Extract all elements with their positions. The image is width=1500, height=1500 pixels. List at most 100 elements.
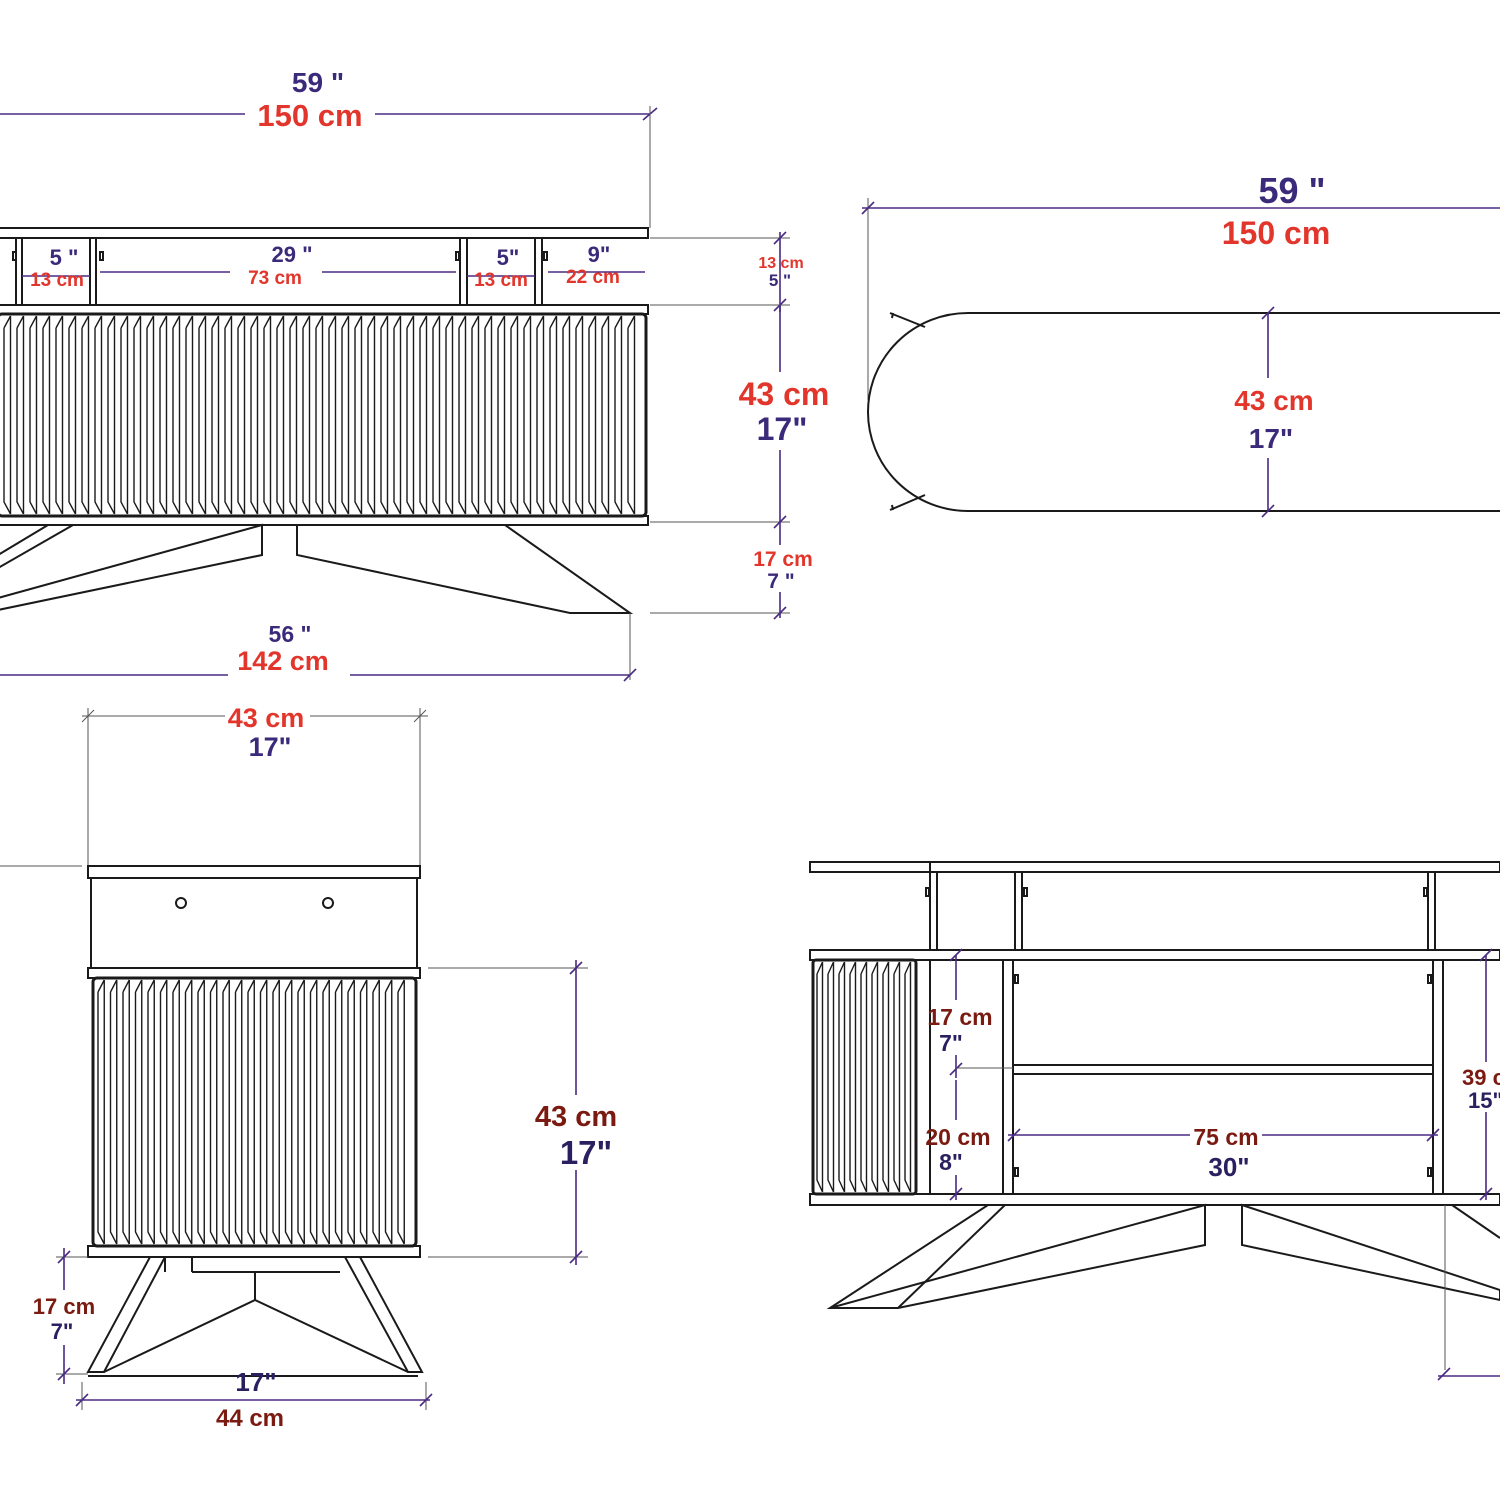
front-flute xyxy=(42,315,51,515)
front-flute xyxy=(3,315,12,515)
inner-width-in: 30" xyxy=(1208,1152,1249,1182)
side-leg-cm: 17 cm xyxy=(33,1294,95,1319)
front-flute xyxy=(133,315,142,515)
leg-height-in: 7 " xyxy=(767,570,794,593)
front-flute xyxy=(328,315,337,515)
front-view: 59 " 150 cm 5 " 13 cm 29 " 73 cm 5" 13 c… xyxy=(0,67,830,682)
front-flute xyxy=(16,315,25,515)
front-flute xyxy=(289,315,298,515)
front-flute xyxy=(523,315,532,515)
front-flute xyxy=(250,315,259,515)
top-depth-cm: 43 cm xyxy=(1234,385,1313,416)
side-flute xyxy=(259,979,268,1245)
side-height-cm: 43 cm xyxy=(535,1101,617,1133)
side-flute xyxy=(184,979,193,1245)
interior-flute xyxy=(860,961,868,1193)
interior-flute xyxy=(871,961,879,1193)
front-flute xyxy=(159,315,168,515)
front-flute xyxy=(120,315,129,515)
top-width-cm: 150 cm xyxy=(1222,215,1331,251)
side-height-in: 17" xyxy=(560,1134,612,1171)
front-flute xyxy=(185,315,194,515)
side-flute xyxy=(297,979,305,1245)
front-flute xyxy=(484,315,493,515)
lower-shelf-cm: 20 cm xyxy=(925,1124,990,1150)
comp4-cm: 22 cm xyxy=(566,267,620,288)
front-flute xyxy=(276,315,285,515)
inner-height-cm: 39 cm xyxy=(1462,1065,1500,1090)
side-flute xyxy=(122,979,130,1245)
side-flute xyxy=(372,979,380,1245)
base-width-in: 56 " xyxy=(269,621,312,647)
front-flute xyxy=(367,315,376,515)
side-flute xyxy=(209,979,218,1245)
front-flute xyxy=(497,315,506,515)
front-width-in: 59 " xyxy=(292,67,344,98)
front-flute xyxy=(107,315,116,515)
interior-flute xyxy=(838,961,846,1193)
comp2-cm: 73 cm xyxy=(248,268,302,289)
side-flute xyxy=(284,979,293,1245)
front-flute xyxy=(536,315,545,515)
interior-view: 17 cm 7" 20 cm 8" 75 cm 30" 39 cm 15" xyxy=(809,861,1500,1381)
leg-height-cm: 17 cm xyxy=(753,548,813,571)
comp1-cm: 13 cm xyxy=(30,270,84,291)
front-flute xyxy=(562,315,571,515)
interior-flute xyxy=(893,961,901,1193)
interior-flute xyxy=(882,961,890,1193)
front-flute xyxy=(315,315,324,515)
side-depth-cm: 43 cm xyxy=(228,703,305,733)
comp4-in: 9" xyxy=(588,242,611,267)
top-view: 59 " 150 cm 43 cm 17" xyxy=(861,170,1500,518)
front-flute xyxy=(341,315,350,515)
front-flute xyxy=(68,315,77,515)
side-flute xyxy=(222,979,230,1245)
interior-flute xyxy=(849,961,857,1193)
upper-shelf-in: 7" xyxy=(939,1030,963,1056)
front-flute xyxy=(510,315,519,515)
front-flute xyxy=(432,315,441,515)
interior-flute xyxy=(816,961,824,1193)
side-flute xyxy=(247,979,255,1245)
front-flute xyxy=(94,315,103,515)
side-base-in: 17" xyxy=(235,1367,276,1397)
front-flute xyxy=(393,315,402,515)
side-flute xyxy=(234,979,243,1245)
side-flute xyxy=(197,979,205,1245)
front-flute xyxy=(172,315,181,515)
front-flute xyxy=(224,315,233,515)
comp3-in: 5" xyxy=(497,245,520,270)
front-flute xyxy=(614,315,623,515)
front-flute xyxy=(263,315,272,515)
front-flute xyxy=(146,315,155,515)
front-flute xyxy=(471,315,480,515)
side-flute xyxy=(147,979,155,1245)
front-flutes xyxy=(3,315,636,515)
side-base-cm: 44 cm xyxy=(216,1405,284,1432)
interior-flute xyxy=(904,961,912,1193)
inner-width-cm: 75 cm xyxy=(1193,1124,1258,1150)
side-flute xyxy=(359,979,368,1245)
side-view: 43 cm 17" 43 cm 17" xyxy=(0,703,617,1432)
front-flute xyxy=(302,315,311,515)
front-flute xyxy=(549,315,558,515)
side-flute xyxy=(322,979,330,1245)
top-gap-cm: 13 cm xyxy=(758,255,803,272)
side-leg-in: 7" xyxy=(51,1319,74,1344)
side-flute xyxy=(109,979,118,1245)
front-flute xyxy=(601,315,610,515)
side-flute xyxy=(134,979,143,1245)
side-flute xyxy=(397,979,405,1245)
comp3-cm: 13 cm xyxy=(474,270,528,291)
side-flute xyxy=(159,979,168,1245)
side-flutes xyxy=(97,979,405,1245)
front-height-cm: 43 cm xyxy=(739,376,830,412)
lower-shelf-in: 8" xyxy=(939,1149,963,1175)
front-flute xyxy=(458,315,467,515)
upper-shelf-cm: 17 cm xyxy=(927,1004,992,1030)
front-flute xyxy=(81,315,90,515)
comp1-in: 5 " xyxy=(50,245,79,270)
front-flute xyxy=(575,315,584,515)
side-flute xyxy=(347,979,355,1245)
